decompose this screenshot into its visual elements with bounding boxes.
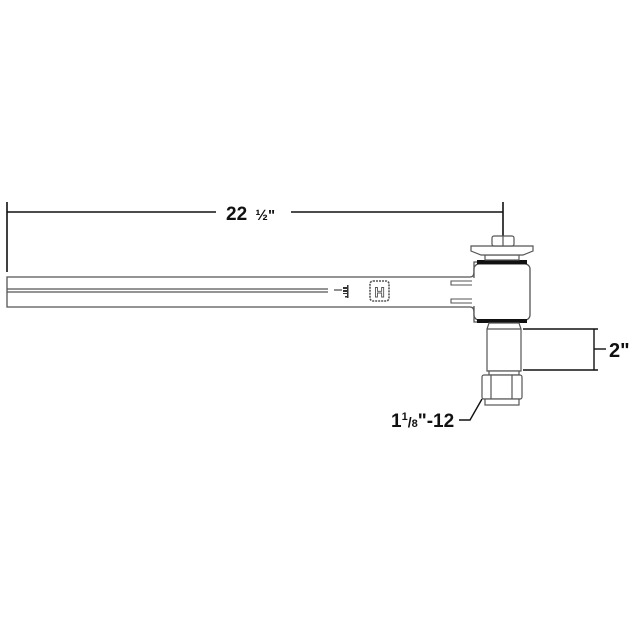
rod-end-housing: [473, 260, 531, 323]
overall-length-dimension: [6, 202, 504, 272]
shank-length-label: 2": [609, 340, 630, 362]
jam-nut: [481, 374, 523, 406]
part-marking: [343, 285, 349, 298]
thread-callout-leader: [459, 398, 483, 421]
brand-logo-icon: H: [369, 280, 390, 302]
shank-length-dimension: [523, 328, 606, 371]
bar-body: [6, 261, 487, 323]
top-bolt: [470, 235, 534, 261]
svg-text:H: H: [374, 284, 384, 300]
thread-spec-label: 11/8"-12: [391, 411, 454, 432]
rod-end-shank: [486, 322, 522, 376]
overall-length-label: 22 ½": [226, 204, 275, 225]
